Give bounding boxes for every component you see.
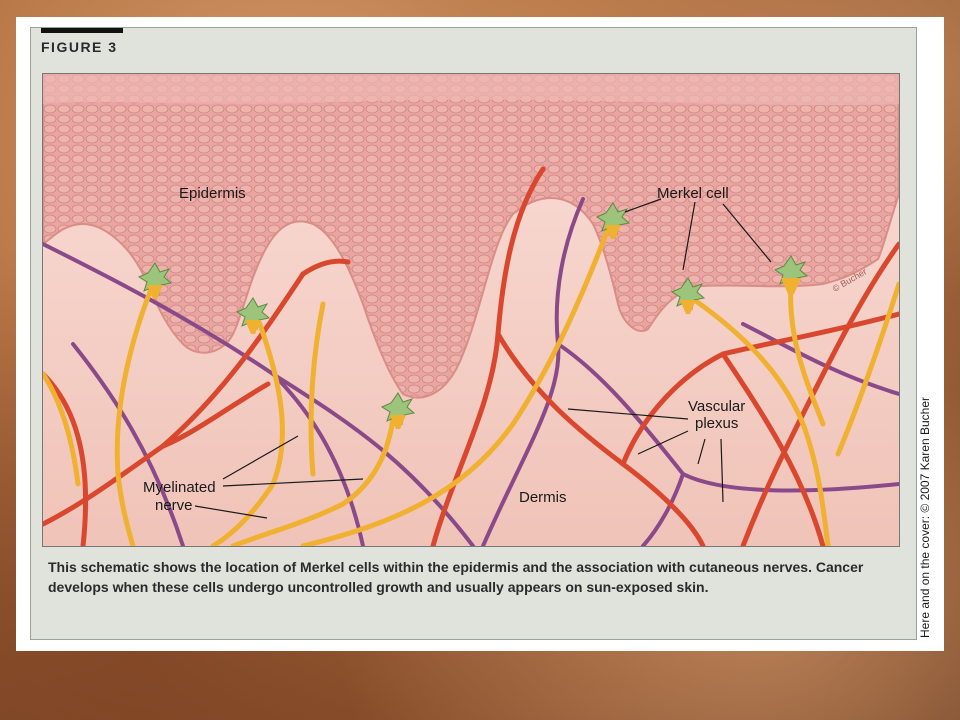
leader-lines	[194, 198, 772, 519]
label-plexus: plexus	[695, 415, 739, 432]
figure-caption: This schematic shows the location of Mer…	[48, 559, 864, 595]
label-nerve: nerve	[155, 497, 193, 514]
label-merkel-cell: Merkel cell	[657, 185, 729, 202]
artery-network	[43, 166, 899, 546]
image-credit: Here and on the cover: © 2007 Karen Buch…	[918, 397, 932, 638]
label-dermis: Dermis	[519, 489, 567, 506]
nerve-network	[43, 226, 899, 546]
epidermis-layer	[43, 74, 899, 399]
label-myelinated: Myelinated	[143, 479, 216, 496]
skin-cross-section	[43, 74, 899, 546]
skin-illustration: Epidermis Merkel cell Vascular plexus De…	[42, 73, 900, 547]
label-epidermis: Epidermis	[179, 185, 246, 202]
figure-header-bar	[41, 28, 123, 33]
label-vascular: Vascular	[688, 398, 746, 415]
figure-label: FIGURE 3	[41, 39, 118, 55]
merkel-cells	[137, 202, 809, 429]
skin-surface	[43, 74, 899, 106]
